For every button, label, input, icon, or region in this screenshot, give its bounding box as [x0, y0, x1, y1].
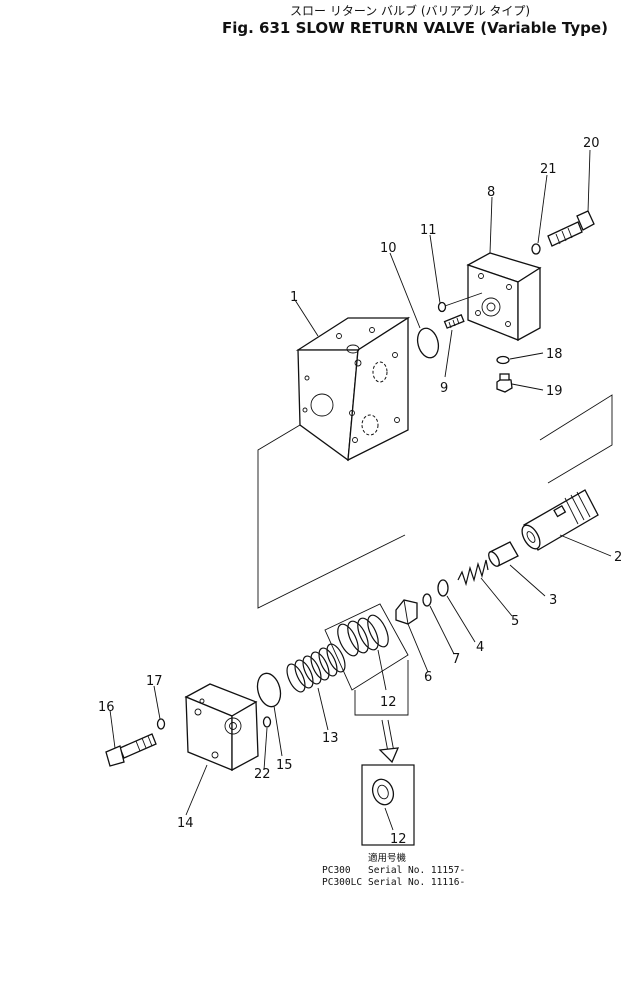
callout-21: 21 — [540, 162, 557, 177]
serial-pc300: Serial No. 11157- — [368, 865, 465, 876]
o-ring-18 — [496, 355, 510, 365]
title-japanese: スロー リターン バルブ (バリアブル タイプ) — [290, 3, 530, 18]
serial-pc300lc: Serial No. 11116- — [368, 877, 465, 888]
callout-6: 6 — [424, 670, 432, 685]
assembly-guide-line — [539, 394, 613, 484]
callout-7: 7 — [452, 652, 460, 667]
o-ring-7 — [422, 593, 432, 607]
o-ring-15 — [256, 672, 282, 708]
applicability-note: 適用号機 PC300 Serial No. 11157- PC300LC Ser… — [322, 852, 465, 888]
callout-17: 17 — [146, 674, 163, 689]
plug-9 — [443, 314, 465, 329]
inset-detail-box — [361, 764, 415, 846]
callout-20: 20 — [583, 136, 600, 151]
callout-12: 12 — [380, 695, 397, 710]
callout-12-inset: 12 — [390, 832, 407, 847]
piston-3 — [488, 541, 519, 567]
o-ring-11 — [437, 301, 447, 313]
callout-8: 8 — [487, 185, 495, 200]
callout-13: 13 — [322, 731, 339, 746]
spring-set-12 — [324, 603, 409, 716]
bolt-16 — [105, 733, 157, 767]
callout-15: 15 — [276, 758, 293, 773]
cover-8 — [466, 252, 542, 342]
applicability-heading: 適用号機 — [368, 852, 407, 864]
model-pc300lc: PC300LC — [322, 877, 362, 888]
callout-14: 14 — [177, 816, 194, 831]
callout-10: 10 — [380, 241, 397, 256]
callout-22: 22 — [254, 767, 271, 782]
callout-16: 16 — [98, 700, 115, 715]
callout-5: 5 — [511, 614, 519, 629]
callout-4: 4 — [476, 640, 484, 655]
cover-14 — [184, 683, 259, 772]
model-pc300: PC300 — [322, 865, 351, 876]
leader-lines — [109, 149, 612, 831]
callout-1: 1 — [290, 290, 298, 305]
callout-19: 19 — [546, 384, 563, 399]
bolt-20 — [547, 210, 595, 247]
spring-13 — [286, 643, 346, 693]
valve-body — [295, 316, 411, 462]
washer-21 — [531, 243, 541, 255]
arrow-down-icon — [378, 719, 400, 764]
callout-9: 9 — [440, 381, 448, 396]
assembly-guide-line — [257, 424, 406, 609]
o-ring-22 — [262, 716, 272, 728]
callout-3: 3 — [549, 593, 557, 608]
callout-numbers: 1 2 3 4 5 6 7 8 9 10 11 12 12 13 14 15 1… — [98, 136, 622, 847]
seat-4 — [437, 579, 449, 597]
callout-2: 2 — [614, 550, 622, 565]
figure-title: Fig. 631 SLOW RETURN VALVE (Variable Typ… — [222, 19, 608, 37]
callout-11: 11 — [420, 223, 437, 238]
washer-17 — [156, 718, 166, 730]
callout-18: 18 — [546, 347, 563, 362]
spring-5 — [457, 559, 489, 587]
spool-2 — [521, 489, 599, 551]
plug-6 — [395, 599, 418, 625]
plug-19 — [496, 373, 513, 393]
o-ring-10 — [416, 327, 440, 359]
